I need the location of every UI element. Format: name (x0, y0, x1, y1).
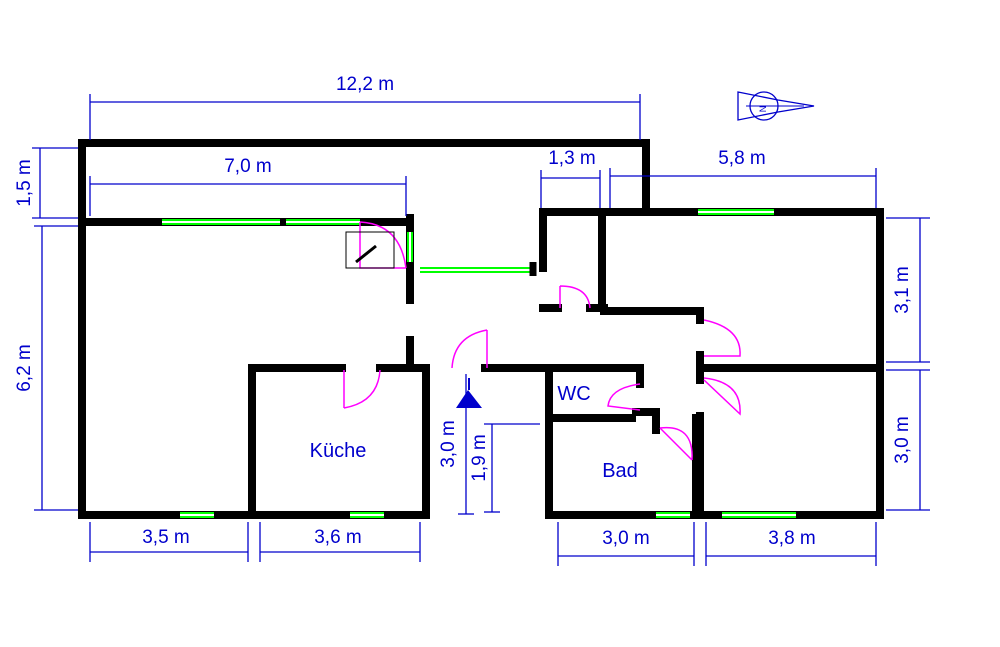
door-bedroom2 (703, 377, 741, 416)
room-label-bath: Bad (602, 460, 638, 482)
compass-icon: N (737, 91, 815, 121)
balcony-stair-box (345, 231, 395, 269)
dim-bottom-3: 3,0 m (602, 528, 650, 549)
dim-total-width: 12,2 m (336, 74, 394, 95)
door-wc (607, 383, 641, 411)
room-label-kitchen: Küche (310, 440, 367, 462)
dim-entrance-depth: 3,0 m (438, 420, 459, 468)
doors (343, 221, 741, 461)
dim-room-right-top: 3,1 m (892, 266, 913, 314)
door-bedroom1 (703, 319, 741, 357)
living-west-wall (78, 218, 256, 519)
compass-label: N (758, 106, 768, 113)
door-balcony (359, 221, 407, 269)
entrance-arrow-icon (456, 390, 482, 408)
door-closet (559, 285, 591, 309)
balcony-stair-arrow (355, 244, 377, 264)
door-entrance (451, 329, 488, 369)
room-label-wc: WC (557, 383, 590, 405)
dim-bottom-2: 3,6 m (314, 527, 362, 548)
dim-bottom-1: 3,5 m (142, 527, 190, 548)
right-north-wall (539, 208, 884, 519)
dim-living-depth: 6,2 m (14, 344, 35, 392)
balcony-wall (78, 139, 650, 226)
dim-hall-width: 1,3 m (548, 148, 596, 169)
windows (162, 209, 796, 518)
dimension-lines (32, 94, 930, 566)
dim-right-width: 5,8 m (718, 148, 766, 169)
dim-entrance-inner: 1,9 m (469, 434, 490, 482)
kitchen-wall (248, 364, 346, 519)
walls (78, 139, 884, 519)
kitchen-east-south-wall (248, 364, 430, 519)
door-kitchen (343, 369, 381, 409)
dim-living-width: 7,0 m (224, 156, 272, 177)
door-bath (659, 426, 693, 461)
dim-room-right-bottom: 3,0 m (892, 416, 913, 464)
dim-bottom-4: 3,8 m (768, 528, 816, 549)
window-hall (420, 262, 537, 276)
dim-balcony-depth: 1,5 m (14, 159, 35, 207)
